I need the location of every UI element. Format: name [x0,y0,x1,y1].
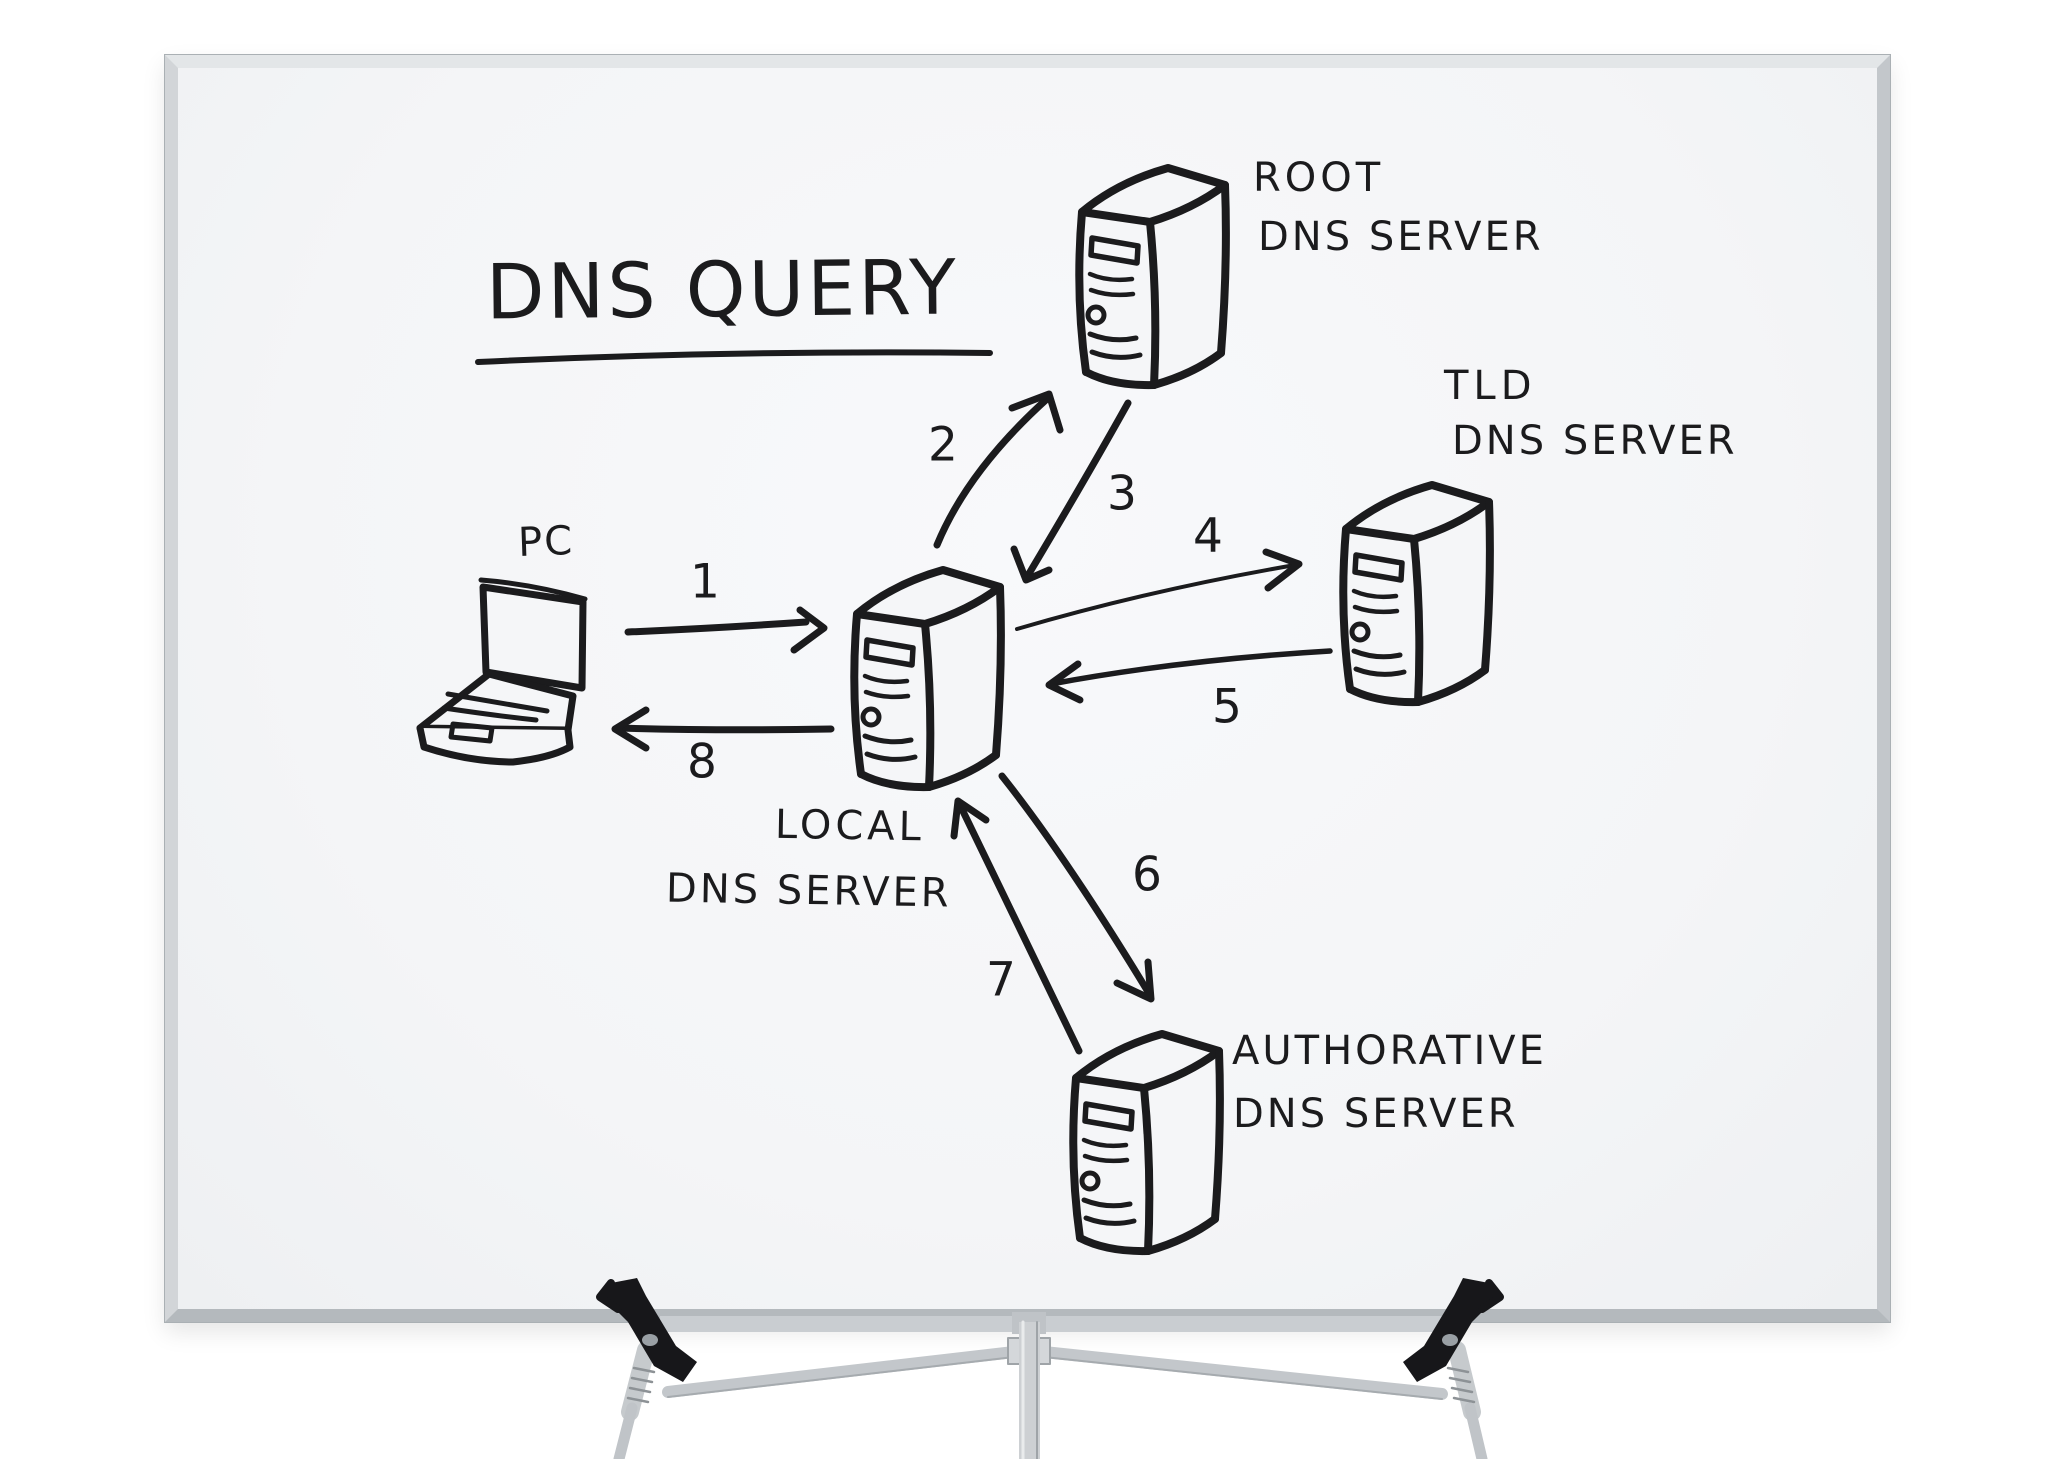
step-number-1: 1 [690,554,720,610]
local-dns-server-icon [854,570,1001,787]
root-dns-server-label-line2: DNS SERVER [1258,214,1544,260]
root-dns-server-label-line1: ROOT [1253,155,1385,201]
pc-label: PC [517,518,575,566]
step-number-5: 5 [1212,679,1242,735]
authoritative-dns-server-label-line2: DNS SERVER [1233,1091,1519,1137]
arrow-step-8 [611,706,835,752]
stand-brace-right [1038,1346,1448,1400]
local-dns-server-label-line2: DNS SERVER [665,865,952,917]
authoritative-dns-server-icon [1073,1034,1220,1251]
clamp-right [1403,1278,1496,1382]
step-number-4: 4 [1193,508,1223,564]
arrow-step-1 [624,606,828,654]
arrow-step-2 [933,390,1064,549]
arrow-step-5 [1045,648,1333,704]
marker-drawing [416,168,1490,1251]
step-number-8: 8 [687,734,717,790]
easel-stand [596,1278,1504,1459]
tld-dns-server-label-line2: DNS SERVER [1452,418,1738,464]
arrow-step-3 [1010,399,1132,584]
tld-dns-server-icon [1343,485,1490,702]
step-number-2: 2 [928,417,958,473]
local-dns-server-label-line1: LOCAL [774,801,926,851]
tld-dns-server-label-line1: TLD [1444,363,1537,409]
stand-leg-left [621,1341,655,1421]
step-number-3: 3 [1107,466,1137,522]
pc-laptop-icon [416,577,588,766]
root-dns-server-icon [1079,168,1226,385]
diagram-title: DNS QUERY [485,242,960,337]
stand-crossrail [660,1316,1450,1332]
authoritative-dns-server-label-line1: AUTHORATIVE [1232,1028,1547,1074]
arrow-step-6 [998,772,1155,1003]
arrow-step-7 [950,797,1083,1055]
title-underline [475,349,993,365]
step-number-6: 6 [1132,847,1162,903]
clamp-left [604,1278,697,1382]
stand-brace-left [662,1346,1020,1398]
step-number-7: 7 [986,952,1016,1008]
whiteboard [165,55,1890,1322]
arrow-step-4 [1015,548,1303,631]
